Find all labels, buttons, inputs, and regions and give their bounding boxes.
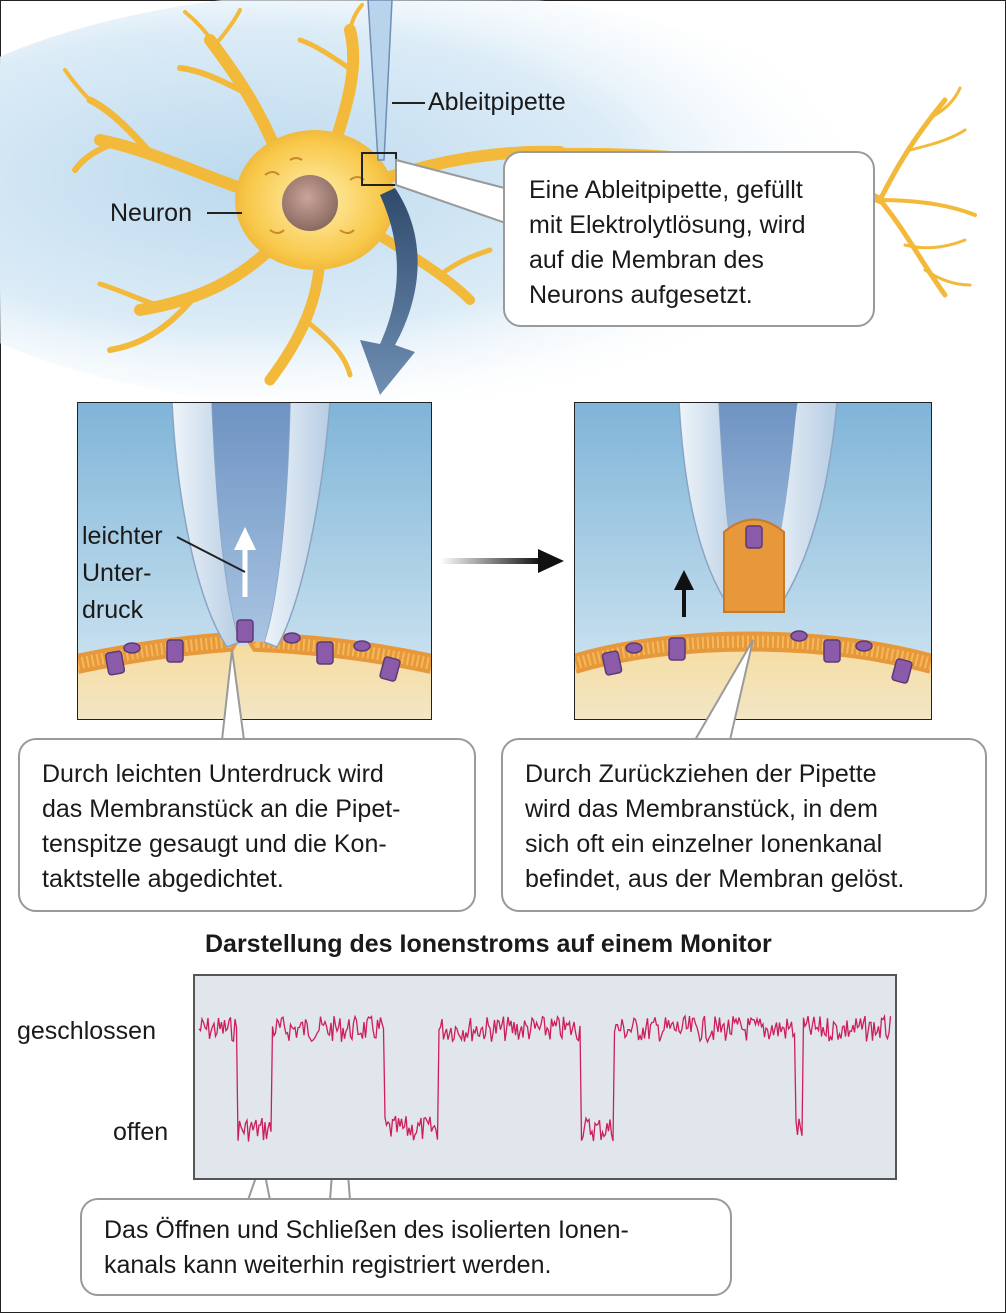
transition-arrow: [440, 549, 564, 573]
monitor-screen: [193, 974, 897, 1180]
callout-line: Durch leichten Unterdruck wird: [42, 760, 384, 788]
callout-pipette: Eine Ableitpipette, gefüllt mit Elektrol…: [503, 151, 875, 327]
callout-line: Eine Ableitpipette, gefüllt: [529, 176, 803, 204]
callout-line: kanals kann weiterhin registriert werden…: [104, 1251, 552, 1279]
callout-line: wird das Membranstück, in dem: [525, 795, 878, 823]
pipette-lumen: [212, 402, 290, 642]
zoom-arrow: [360, 188, 418, 395]
ion-channels: [104, 619, 401, 682]
open-state-label: offen: [113, 1118, 169, 1146]
suction-label-line: Unter-: [82, 559, 152, 587]
ion-channels: [601, 630, 913, 684]
current-trace: [198, 1013, 892, 1142]
panel-retraction: [574, 402, 932, 720]
membrane-patch: [723, 518, 785, 613]
pipette-label: Ableitpipette: [428, 88, 566, 116]
neuron-label: Neuron: [110, 199, 192, 227]
callout-line: Durch Zurückziehen der Pipette: [525, 760, 877, 788]
callout-line: taktstelle abgedichtet.: [42, 865, 284, 893]
callout-line: mit Elektrolytlösung, wird: [529, 211, 806, 239]
callout-retraction: Durch Zurückziehen der Pipette wird das …: [501, 738, 987, 912]
closed-state-label: geschlossen: [17, 1017, 156, 1045]
callout-line: auf die Membran des: [529, 246, 764, 274]
current-trace-monitor: [193, 974, 897, 1180]
suction-label-line: druck: [82, 596, 144, 624]
suction-label: leichter Unter- druck: [82, 518, 163, 629]
monitor-title: Darstellung des Ionenstroms auf einem Mo…: [205, 930, 772, 958]
pipette-top: [367, 0, 393, 161]
panel-suction: [77, 402, 432, 720]
callout-line: das Membranstück an die Pipet-: [42, 795, 401, 823]
callout-recording: Das Öffnen und Schließen des isolierten …: [80, 1198, 732, 1296]
callout-line: tenspitze gesaugt und die Kon-: [42, 830, 387, 858]
suction-arrow-head: [234, 527, 256, 550]
callout-line: sich oft ein einzelner Ionenkanal: [525, 830, 883, 858]
pull-arrow-head: [674, 570, 694, 590]
callout-line: befindet, aus der Membran gelöst.: [525, 865, 905, 893]
callout-suction: Durch leichten Unterdruck wird das Membr…: [18, 738, 476, 912]
cell-nucleus: [282, 175, 338, 231]
callout-line: Neurons aufgesetzt.: [529, 281, 753, 309]
callout-line: Das Öffnen und Schließen des isolierten …: [104, 1216, 629, 1244]
suction-label-line: leichter: [82, 522, 163, 550]
